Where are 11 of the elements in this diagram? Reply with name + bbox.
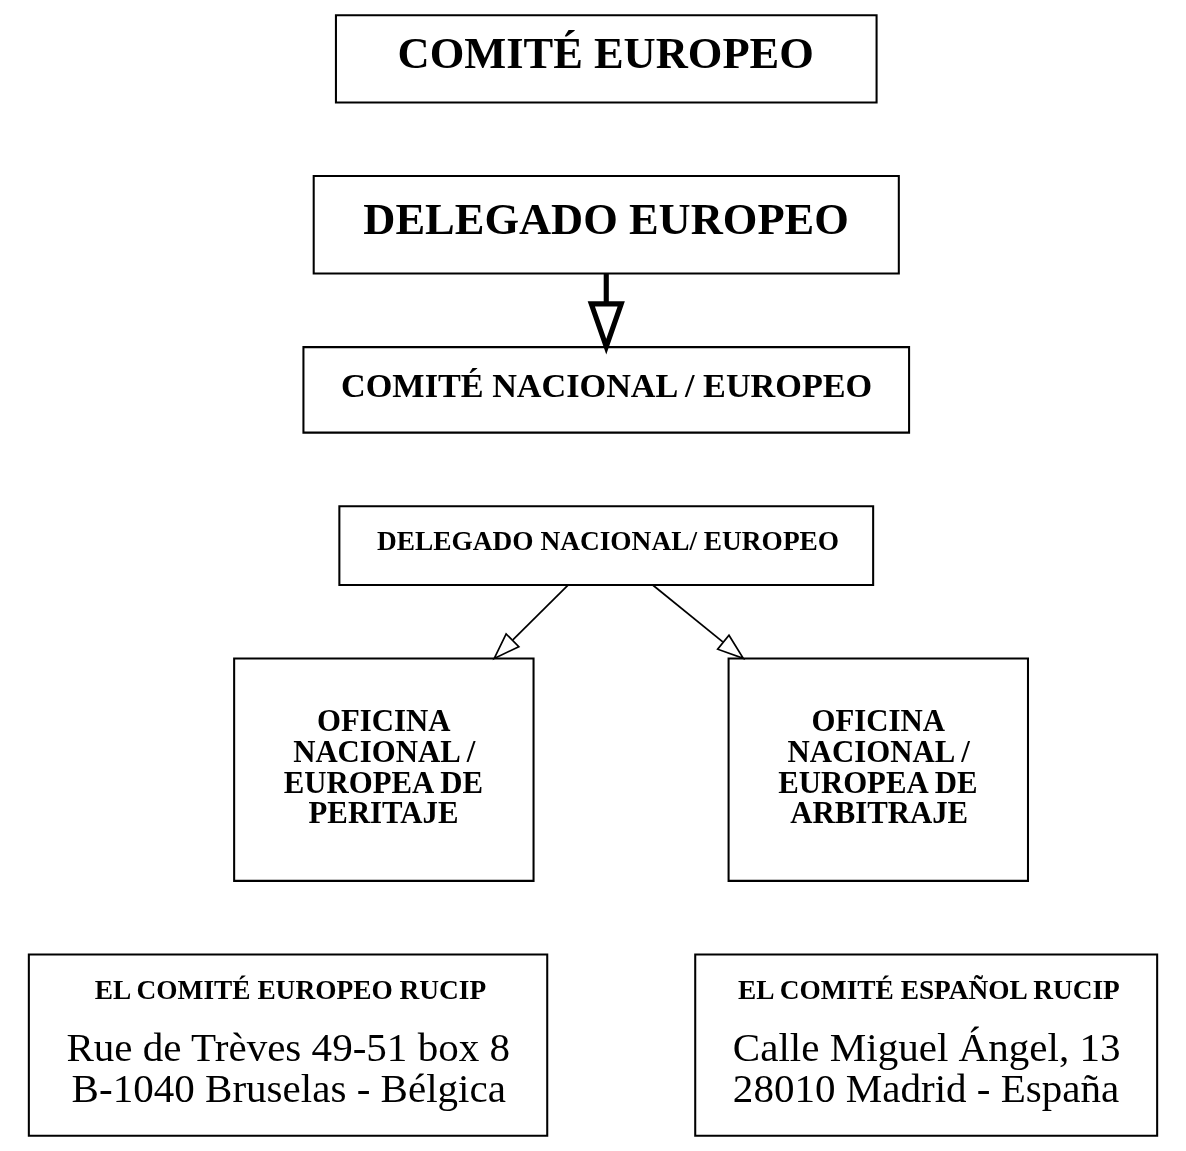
arrow: [492, 584, 569, 661]
arrow: [587, 273, 625, 355]
node-box: EL COMITÉ EUROPEO RUCIP Rue de Trèves 49-51 box 8 B-1040 Bruselas - Bélgica: [27, 953, 549, 1137]
node-box: COMITÉ EUROPEO: [334, 14, 878, 104]
node-box: DELEGADO NACIONAL/ EUROPEO: [338, 505, 875, 586]
node-box: COMITÉ NACIONAL / EUROPEO: [302, 346, 911, 434]
node-box: EL COMITÉ ESPAÑOL RUCIP Calle Miguel Ángel, 13 28010 Madrid - España: [694, 953, 1159, 1137]
arrow: [652, 584, 746, 661]
node-box: DELEGADO EUROPEO: [312, 175, 900, 275]
node-box: OFICINA NACIONAL / EUROPEA DE PERITAJE: [233, 657, 535, 882]
node-box: OFICINA NACIONAL / EUROPEA DE ARBITRAJE: [727, 657, 1029, 882]
